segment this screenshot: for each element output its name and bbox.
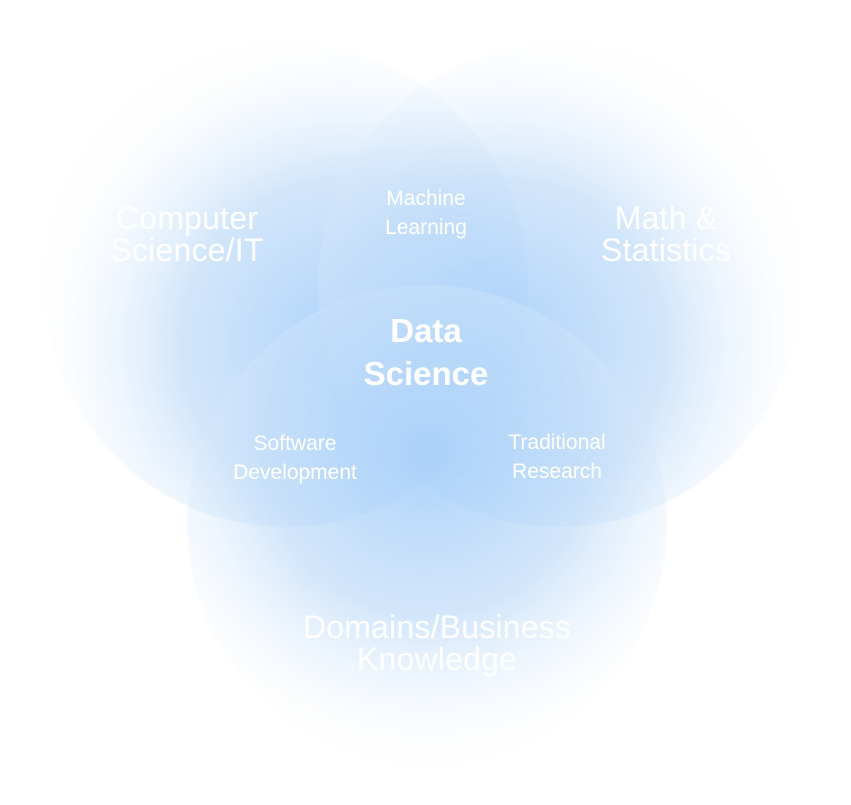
set-label-line: Math & xyxy=(614,200,718,236)
overlap-label-line: Traditional xyxy=(508,431,606,454)
set-label-line: Knowledge xyxy=(356,641,518,677)
set-label-computer-science: Computer Science/IT xyxy=(110,202,263,266)
venn-circles xyxy=(44,43,802,765)
overlap-label-line: Development xyxy=(233,461,357,484)
set-label-line: Science/IT xyxy=(110,232,264,268)
circle-domain-knowledge xyxy=(187,285,667,765)
set-label-line: Domains/Business xyxy=(302,609,572,645)
set-label-line: Statistics xyxy=(600,232,732,268)
center-label-line: Science xyxy=(363,355,489,392)
overlap-label-software-development: Software Development xyxy=(233,429,357,487)
overlap-label-line: Machine xyxy=(386,187,466,210)
overlap-label-line: Learning xyxy=(385,216,467,239)
overlap-label-traditional-research: Traditional Research xyxy=(508,428,605,486)
set-label-line: Computer xyxy=(115,200,259,236)
center-label-data-science: Data Science xyxy=(364,309,489,395)
overlap-label-line: Research xyxy=(512,460,602,483)
center-label-line: Data xyxy=(390,312,462,349)
set-label-math-statistics: Math & Statistics xyxy=(601,202,731,266)
set-label-domain-knowledge: Domains/Business Knowledge xyxy=(303,611,571,675)
overlap-label-line: Software xyxy=(253,432,337,455)
overlap-label-machine-learning: Machine Learning xyxy=(385,184,467,242)
